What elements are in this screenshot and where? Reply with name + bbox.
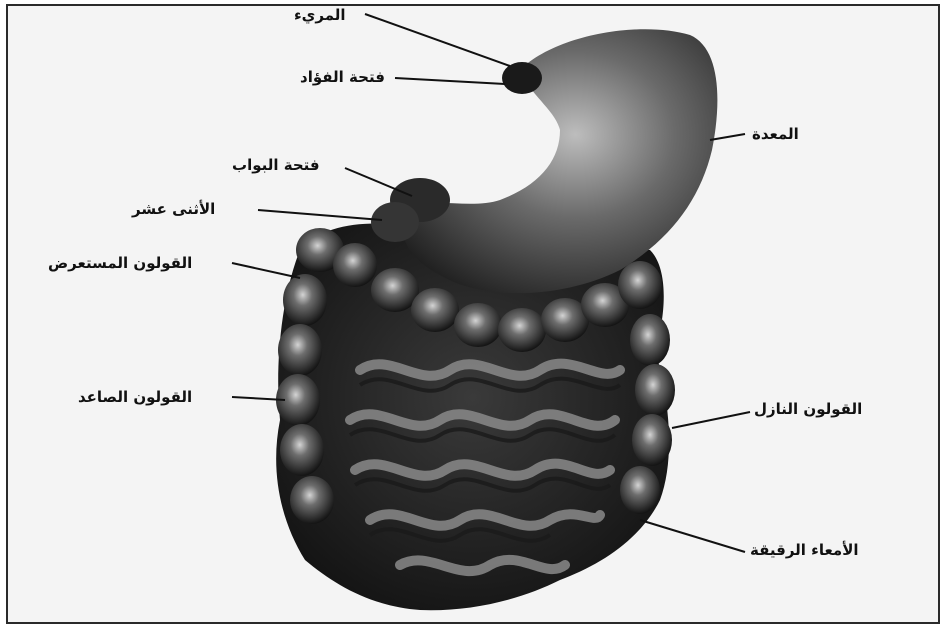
label-descending-colon: القولون النازل <box>754 402 862 417</box>
label-stomach: المعدة <box>752 127 799 142</box>
label-small-intestine: الأمعاء الرقيقة <box>750 543 859 558</box>
label-ascending-colon: القولون الصاعد <box>78 390 192 405</box>
esophagus-shape <box>502 62 542 94</box>
label-transverse-colon: القولون المستعرض <box>48 256 192 271</box>
duodenum-shape <box>371 202 419 242</box>
label-duodenum: الأثنى عشر <box>132 202 215 217</box>
label-pylorus: فتحة البواب <box>232 158 320 173</box>
stomach-shape <box>402 29 717 293</box>
label-cardia: فتحة الفؤاد <box>300 70 385 85</box>
label-esophagus: المريء <box>294 8 346 23</box>
